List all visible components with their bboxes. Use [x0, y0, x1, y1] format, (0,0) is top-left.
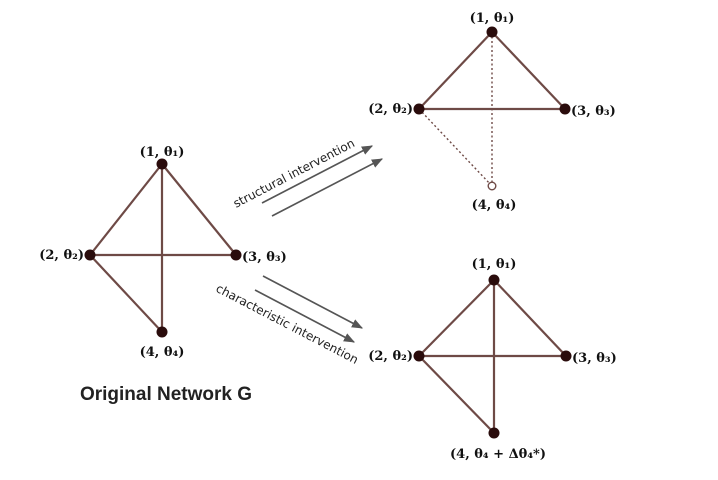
- characteristic-edge-1-3: [493, 279, 567, 357]
- structural-edge-1-2: [418, 31, 493, 110]
- characteristic-network: (1, θ₁) (2, θ₂) (3, θ₃) (4, θ₄ + Δθ₄*): [368, 257, 617, 462]
- structural-node-3: [559, 103, 571, 115]
- characteristic-node-3: [560, 350, 572, 362]
- structural-network: (1, θ₁) (2, θ₂) (3, θ₃) (4, θ₄): [368, 11, 616, 213]
- structural-node-1: [486, 26, 498, 38]
- structural-node-3-label: (3, θ₃): [571, 104, 616, 119]
- structural-removed-edge-2-4: [418, 108, 493, 187]
- original-node-2-label: (2, θ₂): [39, 248, 84, 263]
- structural-arrow-2: [271, 158, 383, 217]
- structural-intervention-arrows: structural intervention: [231, 136, 383, 217]
- original-node-3: [230, 249, 242, 261]
- characteristic-node-1-label: (1, θ₁): [472, 257, 517, 272]
- characteristic-node-3-label: (3, θ₃): [572, 351, 617, 366]
- original-node-4-label: (4, θ₄): [140, 345, 185, 360]
- characteristic-node-4: [488, 427, 500, 439]
- original-node-4: [156, 326, 168, 338]
- structural-node-4-removed: [487, 181, 497, 191]
- characteristic-node-1: [488, 274, 500, 286]
- original-network-title: Original Network G: [80, 384, 252, 405]
- characteristic-intervention-label: characteristic intervention: [214, 281, 361, 367]
- structural-node-2-label: (2, θ₂): [368, 102, 413, 117]
- structural-node-1-label: (1, θ₁): [470, 11, 515, 26]
- original-node-1: [156, 158, 168, 170]
- structural-intervention-label: structural intervention: [231, 136, 357, 211]
- original-edge-1-3: [161, 163, 237, 256]
- characteristic-edge-2-4: [418, 355, 495, 434]
- structural-arrow-1: [261, 145, 373, 204]
- characteristic-node-2-label: (2, θ₂): [368, 349, 413, 364]
- structural-node-2: [413, 103, 425, 115]
- original-edge-2-4: [89, 254, 163, 333]
- structural-node-4-label: (4, θ₄): [472, 198, 517, 213]
- structural-edge-1-3: [491, 31, 566, 110]
- original-node-1-label: (1, θ₁): [140, 145, 185, 160]
- original-network: (1, θ₁) (2, θ₂) (3, θ₃) (4, θ₄): [39, 145, 287, 360]
- characteristic-node-2: [413, 350, 425, 362]
- original-node-2: [84, 249, 96, 261]
- characteristic-node-4-label: (4, θ₄ + Δθ₄*): [450, 447, 546, 462]
- characteristic-arrow-2: [254, 289, 355, 343]
- original-edge-1-2: [89, 163, 163, 256]
- characteristic-edge-1-2: [418, 279, 495, 357]
- characteristic-intervention-arrows: characteristic intervention: [214, 275, 363, 367]
- original-node-3-label: (3, θ₃): [242, 250, 287, 265]
- characteristic-arrow-1: [262, 275, 363, 329]
